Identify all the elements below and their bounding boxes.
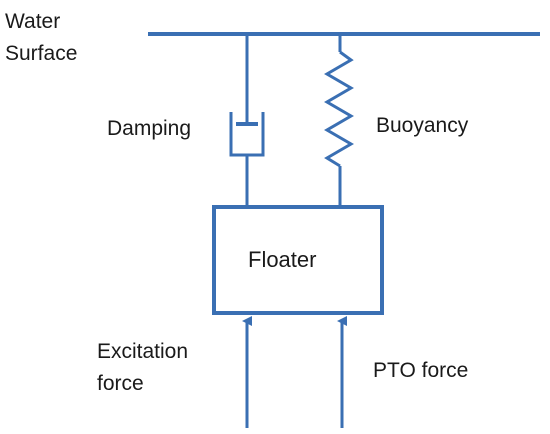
buoyancy-label: Buoyancy xyxy=(376,114,469,137)
excitation-force-label: Excitation force xyxy=(97,336,188,400)
excitation-force-label-line1: Excitation xyxy=(97,340,189,363)
floater-box xyxy=(212,205,384,315)
water-surface-label-line1: Water xyxy=(5,10,61,33)
floater-label: Floater xyxy=(248,247,317,272)
water-surface-label-line2: Surface xyxy=(5,42,78,65)
excitation-force-label-line2: force xyxy=(97,372,144,395)
pto-force-label: PTO force xyxy=(373,359,469,382)
damping-label: Damping xyxy=(107,117,192,140)
damper-symbol xyxy=(229,34,265,207)
water-surface-label: Water Surface xyxy=(5,6,77,70)
spring-symbol xyxy=(324,34,354,207)
spring-coil xyxy=(324,50,354,168)
